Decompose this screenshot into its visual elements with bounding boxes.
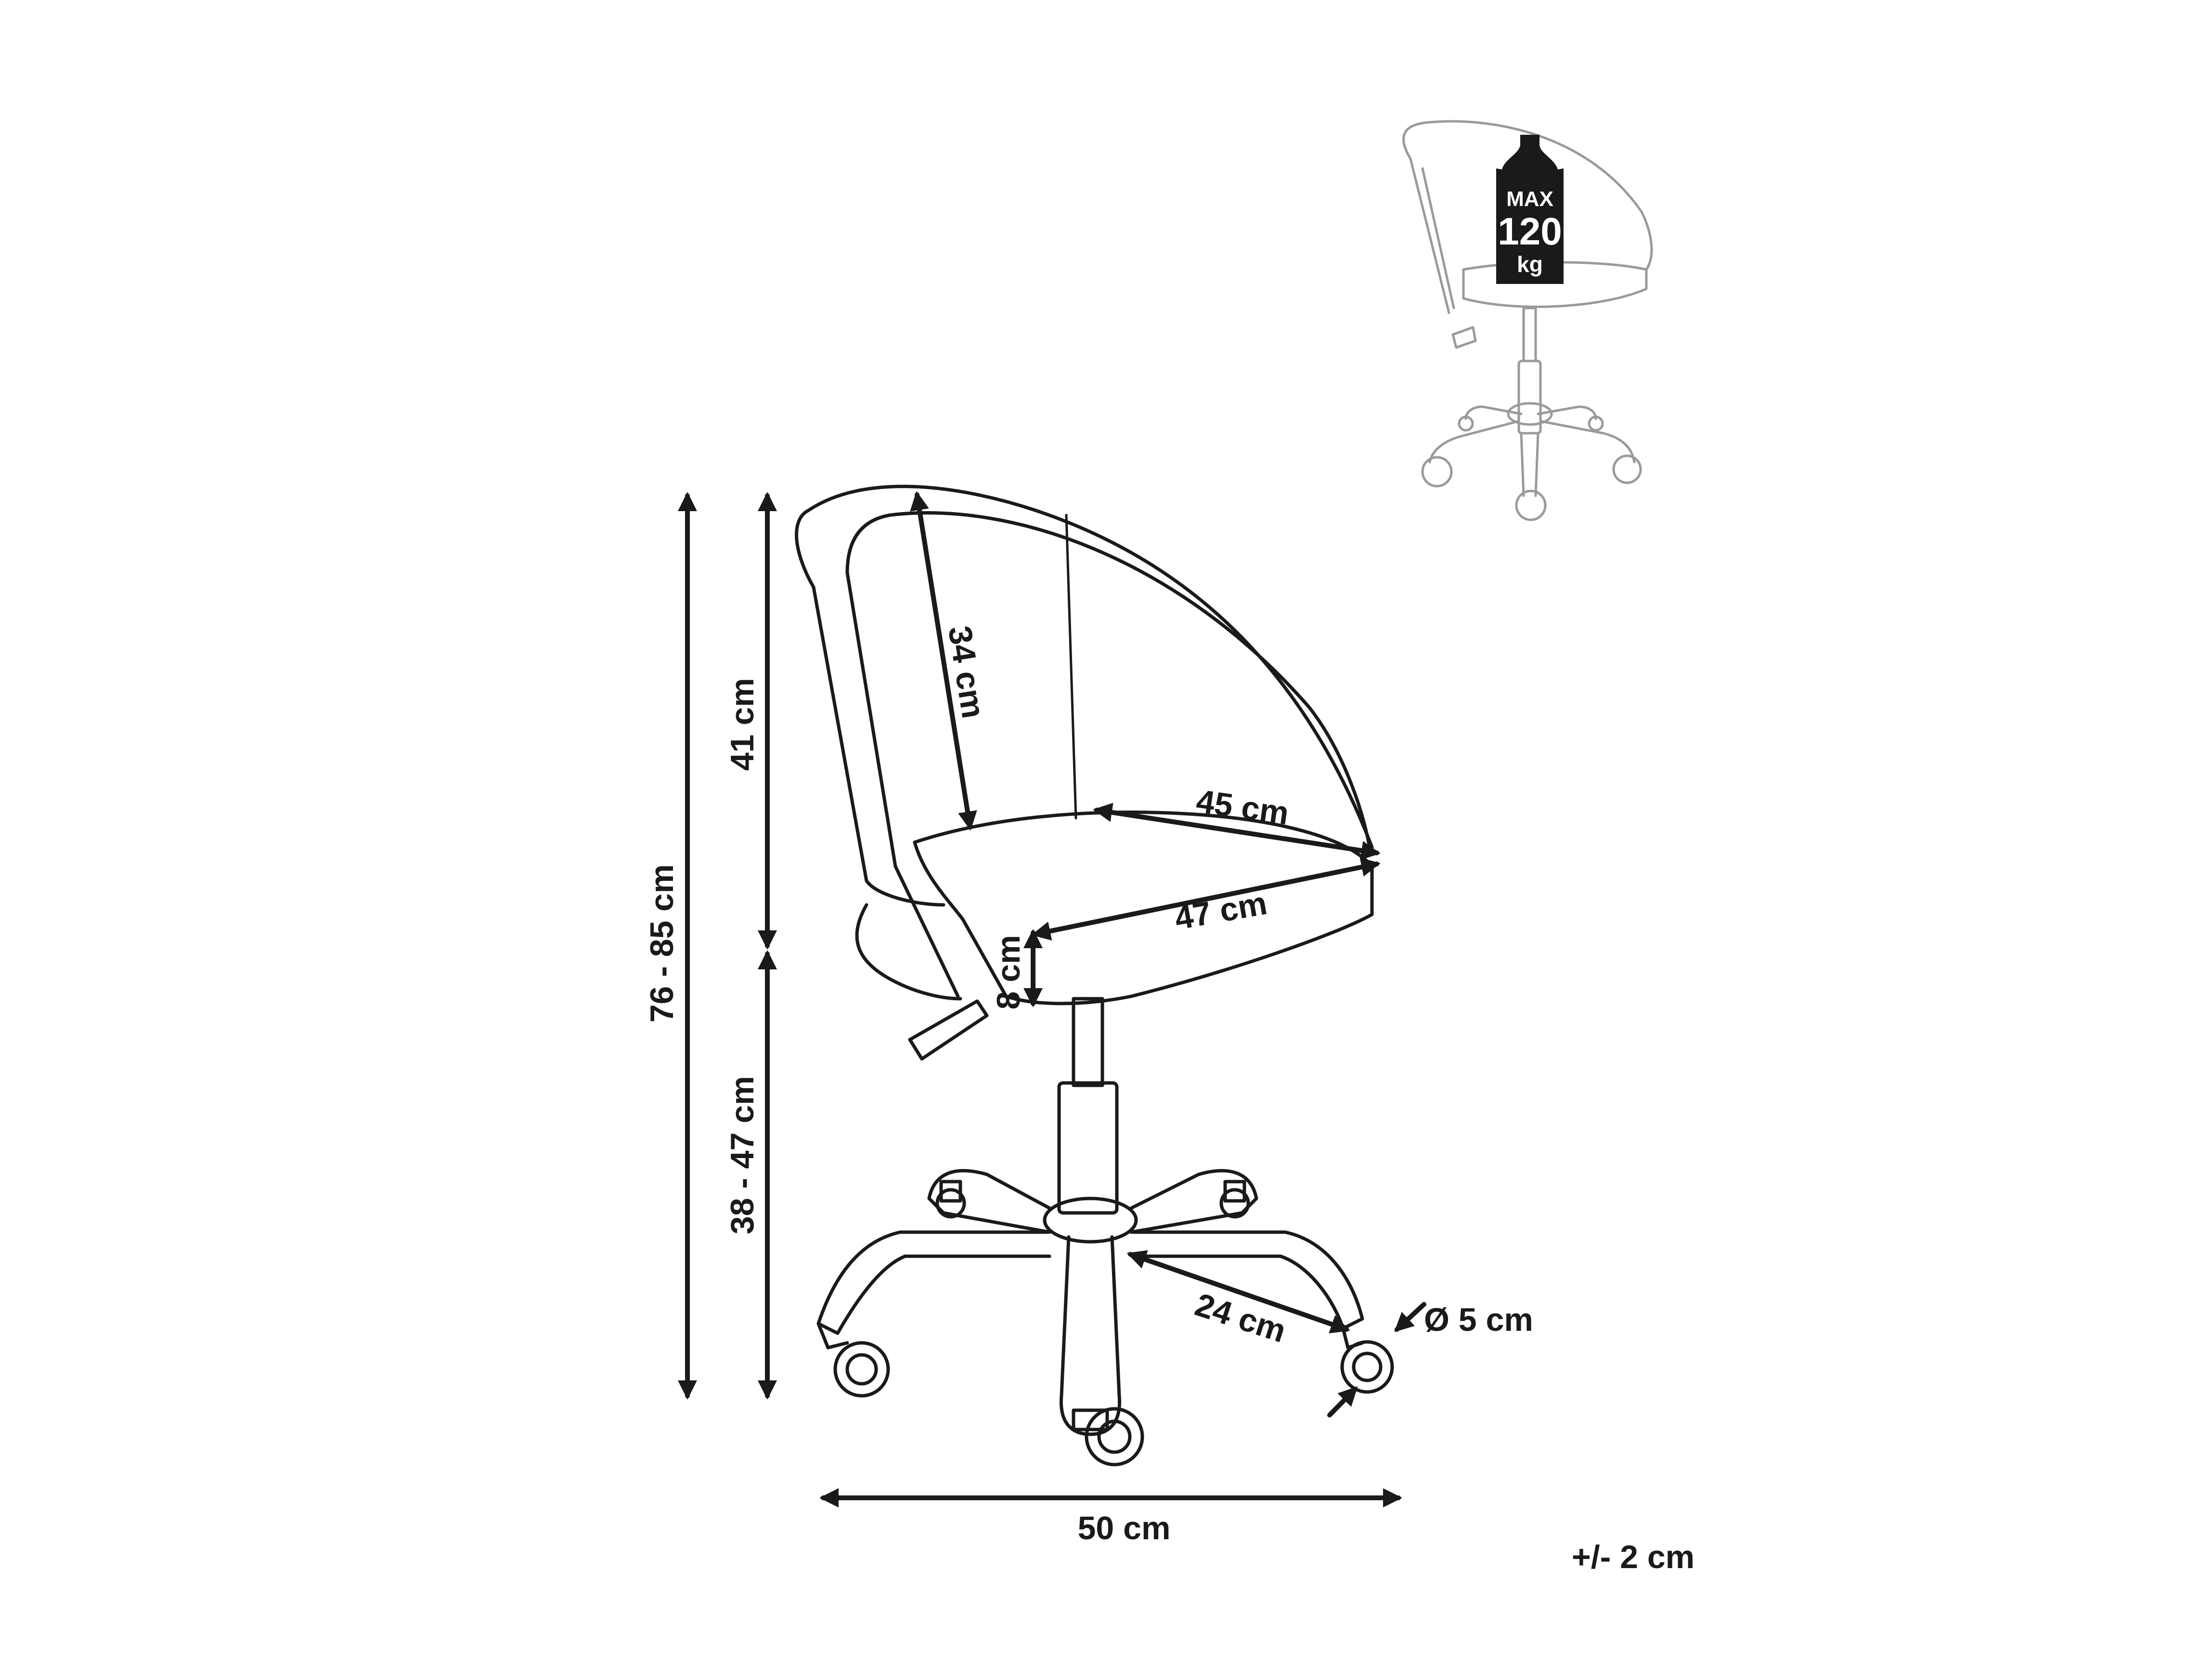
max-load-label: MAX [1506, 187, 1553, 211]
backrest-inner [845, 511, 1371, 998]
caster-right-back [1219, 1180, 1250, 1219]
reference-chair: MAX 120 kg [1402, 120, 1653, 521]
label-base-width: 50 cm [1078, 1510, 1171, 1546]
gas-cylinder-lower [1057, 1081, 1119, 1215]
label-seat-width-front: 47 cm [1172, 885, 1269, 937]
label-total-height: 76 - 85 cm [644, 864, 680, 1023]
max-load-badge: MAX 120 kg [1496, 135, 1564, 284]
chair-drawing [795, 485, 1394, 1467]
label-leg-length: 24 cm [1191, 1286, 1291, 1350]
backrest-rib [1065, 514, 1077, 820]
caster-right-front [1340, 1326, 1394, 1394]
backrest-lower-wrap [855, 903, 962, 1001]
dim-seat-width-back-line [1093, 803, 1381, 860]
dim-leg-length-line [1126, 1250, 1350, 1334]
caster-left-front [816, 1322, 890, 1398]
dimension-lines [678, 491, 1426, 1507]
dim-seat-width-front-line [1031, 857, 1381, 941]
caster-left-back [935, 1180, 966, 1219]
base-leg-left-back [927, 1169, 1051, 1234]
dimension-labels: 76 - 85 cm 41 cm 38 - 47 cm 34 cm 45 cm … [644, 623, 1695, 1575]
base-leg-front [1059, 1235, 1122, 1436]
label-seat-height: 38 - 47 cm [724, 1076, 761, 1235]
caster-front [1072, 1407, 1144, 1467]
height-lever [908, 999, 989, 1061]
seat-front [913, 840, 1374, 1005]
label-wheel-diameter: Ø 5 cm [1424, 1301, 1533, 1338]
label-tolerance: +/- 2 cm [1572, 1539, 1695, 1575]
base-leg-right-back [1129, 1169, 1258, 1234]
max-load-unit: kg [1517, 252, 1543, 277]
backrest-outer [795, 485, 1374, 907]
dim-wheel-arrow-top [1394, 1302, 1426, 1332]
max-load-value: 120 [1498, 210, 1562, 253]
base-leg-left-front [816, 1230, 1051, 1335]
label-seat-width-back: 45 cm [1194, 783, 1291, 832]
gas-cylinder-upper [1072, 997, 1104, 1087]
label-backrest-height: 41 cm [724, 678, 761, 771]
weight-icon [1496, 135, 1564, 284]
dim-wheel-arrow-bottom [1327, 1386, 1358, 1417]
base-hub [1043, 1197, 1138, 1244]
dim-backrest-depth-line [910, 491, 977, 831]
label-seat-thickness: 8 cm [990, 935, 1027, 1010]
